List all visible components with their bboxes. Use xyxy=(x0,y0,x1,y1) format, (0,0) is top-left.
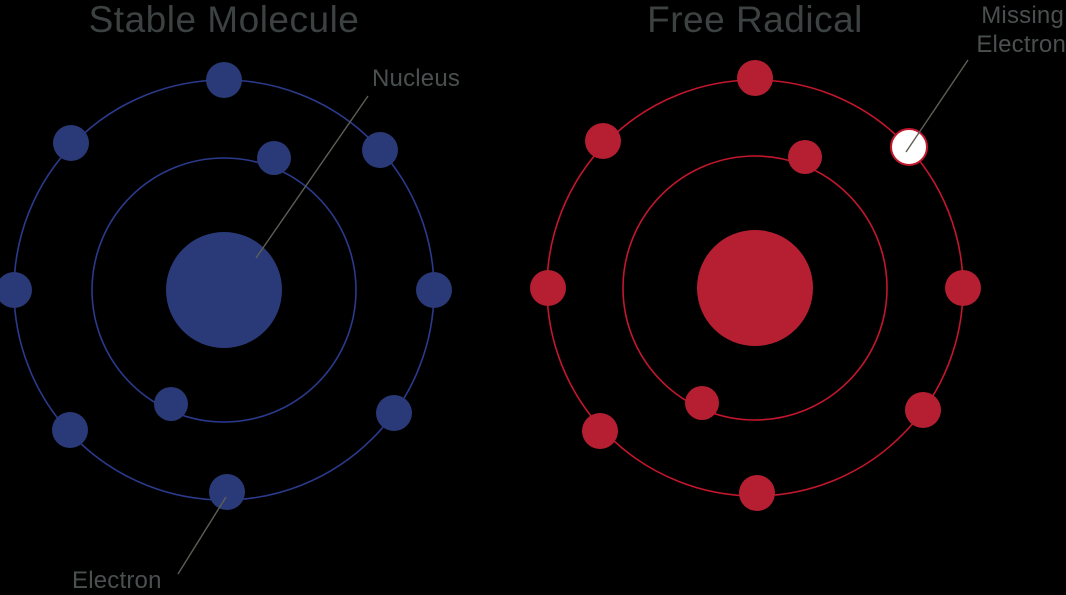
missing-electron-leader-line xyxy=(905,59,969,153)
orbit-inner-radical xyxy=(622,155,888,421)
atom-stable-molecule: Stable Molecule xyxy=(0,0,452,510)
electron-outer-stable xyxy=(206,62,242,98)
electron-inner-stable xyxy=(257,141,291,175)
nucleus-leader-line xyxy=(255,95,369,259)
electron-inner-stable xyxy=(154,387,188,421)
electron-outer-radical xyxy=(530,270,566,306)
electron-callout: Electron xyxy=(72,496,227,594)
title-free-radical: Free Radical xyxy=(647,0,863,40)
missing-electron-callout-label-line1: Missing xyxy=(981,2,1064,29)
atom-free-radical: Free Radical xyxy=(530,0,981,511)
electron-inner-radical xyxy=(685,386,719,420)
electron-outer-stable xyxy=(376,395,412,431)
electron-outer-stable xyxy=(53,125,89,161)
nucleus-callout: Nucleus xyxy=(255,65,460,259)
electron-outer-radical xyxy=(905,392,941,428)
missing-electron-callout-label-line2: Electron xyxy=(976,31,1066,58)
electron-inner-radical xyxy=(788,140,822,174)
electron-outer-radical xyxy=(585,123,621,159)
electron-leader-line xyxy=(177,496,227,575)
electron-outer-radical xyxy=(582,413,618,449)
electron-outer-radical xyxy=(945,270,981,306)
electron-outer-stable xyxy=(416,272,452,308)
nucleus-callout-label: Nucleus xyxy=(372,65,460,92)
nucleus-stable xyxy=(166,232,282,348)
missing-electron-callout: Missing Electron xyxy=(905,2,1066,153)
electron-outer-stable xyxy=(362,132,398,168)
electron-outer-stable xyxy=(0,272,32,308)
electron-outer-radical xyxy=(737,60,773,96)
electron-outer-radical xyxy=(739,475,775,511)
electron-outer-stable xyxy=(52,412,88,448)
electron-callout-label: Electron xyxy=(72,567,162,594)
nucleus-radical xyxy=(697,230,813,346)
title-stable-molecule: Stable Molecule xyxy=(89,0,360,40)
orbit-inner-stable xyxy=(91,157,357,423)
electron-outer-stable xyxy=(209,474,245,510)
